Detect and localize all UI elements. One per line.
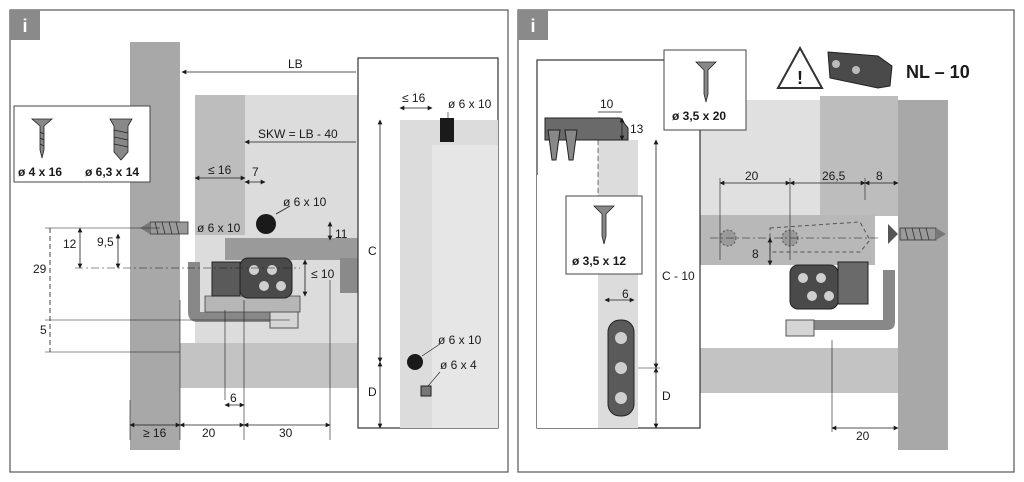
front-drill-top — [440, 118, 454, 142]
cabinet-bottom-right — [700, 348, 898, 393]
dim-8-top: 8 — [876, 169, 883, 183]
front-drill-hole-icon — [407, 354, 423, 370]
dim-c: C — [368, 244, 377, 258]
dim-6: 6 — [230, 391, 237, 405]
right-info-tag — [518, 10, 548, 40]
dim-le16-mid: ≤ 16 — [208, 163, 232, 177]
dim-30: 30 — [279, 426, 293, 440]
svg-text:!: ! — [797, 68, 803, 88]
warning-area: ! NL – 10 — [776, 45, 970, 89]
countersunk-screw-icon-top — [695, 61, 717, 103]
right-info-tag-label: i — [530, 16, 535, 36]
dim-10: 10 — [600, 97, 614, 111]
dim-7: 7 — [252, 165, 259, 179]
drawer-side — [195, 95, 245, 235]
dim-6x10-b: ø 6 x 10 — [197, 221, 241, 235]
cabinet-bottom — [180, 343, 358, 388]
screw-box-top: ø 3,5 x 20 — [663, 49, 747, 131]
locking-device — [211, 261, 241, 297]
dim-6x10-d: ø 6 x 10 — [438, 333, 482, 347]
right-panel: i ! NL – 10 — [517, 9, 1015, 473]
screw-legend-box: ø 4 x 16 ø 6,3 x 14 — [13, 105, 151, 183]
dim-26-5: 26,5 — [822, 169, 846, 183]
dim-20-bottom: 20 — [856, 429, 870, 443]
warning-triangle-icon — [776, 45, 824, 89]
coupling-mechanism — [239, 257, 293, 299]
left-panel: i — [9, 9, 509, 473]
cabinet-side-wall — [130, 42, 180, 450]
runner-rail — [225, 238, 360, 260]
drill-hole-icon — [256, 214, 276, 234]
dim-le16-top: ≤ 16 — [402, 91, 426, 105]
lb-label: LB — [288, 57, 303, 71]
dim-13: 13 — [630, 122, 644, 136]
skw-label: SKW = LB - 40 — [258, 127, 338, 141]
dim-d: D — [368, 385, 377, 399]
dim-11: 11 — [335, 227, 348, 241]
countersunk-screw-icon-mid — [593, 205, 615, 245]
locking-clip-icon — [827, 51, 893, 89]
cabinet-side-wall-right — [898, 100, 948, 450]
coupling-mechanism-right — [789, 264, 839, 310]
screw-box-mid: ø 3,5 x 12 — [565, 195, 643, 275]
dim-6x4: ø 6 x 4 — [440, 358, 477, 372]
screw-label-2: ø 6,3 x 14 — [85, 165, 139, 179]
dim-d-right: D — [662, 389, 671, 403]
drawer-side-right — [820, 96, 898, 216]
screw-label-top: ø 3,5 x 20 — [672, 109, 726, 123]
warning-code: NL – 10 — [906, 62, 970, 82]
left-info-tag-label: i — [22, 16, 27, 36]
dim-le10: ≤ 10 — [311, 267, 335, 281]
dim-12: 12 — [63, 237, 77, 251]
chipboard-screw-icon — [109, 118, 133, 161]
runner-end — [340, 258, 360, 293]
dim-29: 29 — [33, 262, 47, 276]
dim-ge16: ≥ 16 — [143, 426, 167, 440]
dim-6-right: 6 — [622, 287, 629, 301]
countersunk-screw-icon — [30, 118, 54, 159]
dim-20-top: 20 — [745, 169, 759, 183]
dim-5: 5 — [40, 323, 47, 337]
dim-6x10-c: ø 6 x 10 — [448, 97, 492, 111]
dim-6x10-a: ø 6 x 10 — [283, 195, 327, 209]
runner-profile-right — [810, 270, 895, 330]
dim-8-mid: 8 — [752, 247, 759, 261]
side-wall-screw-right — [888, 224, 946, 244]
screw-label-1: ø 4 x 16 — [18, 165, 62, 179]
left-info-tag — [10, 10, 40, 40]
dim-c10: C - 10 — [662, 269, 695, 283]
dim-9-5: 9,5 — [97, 235, 114, 249]
screw-label-mid: ø 3,5 x 12 — [572, 254, 626, 268]
dim-20: 20 — [202, 426, 216, 440]
